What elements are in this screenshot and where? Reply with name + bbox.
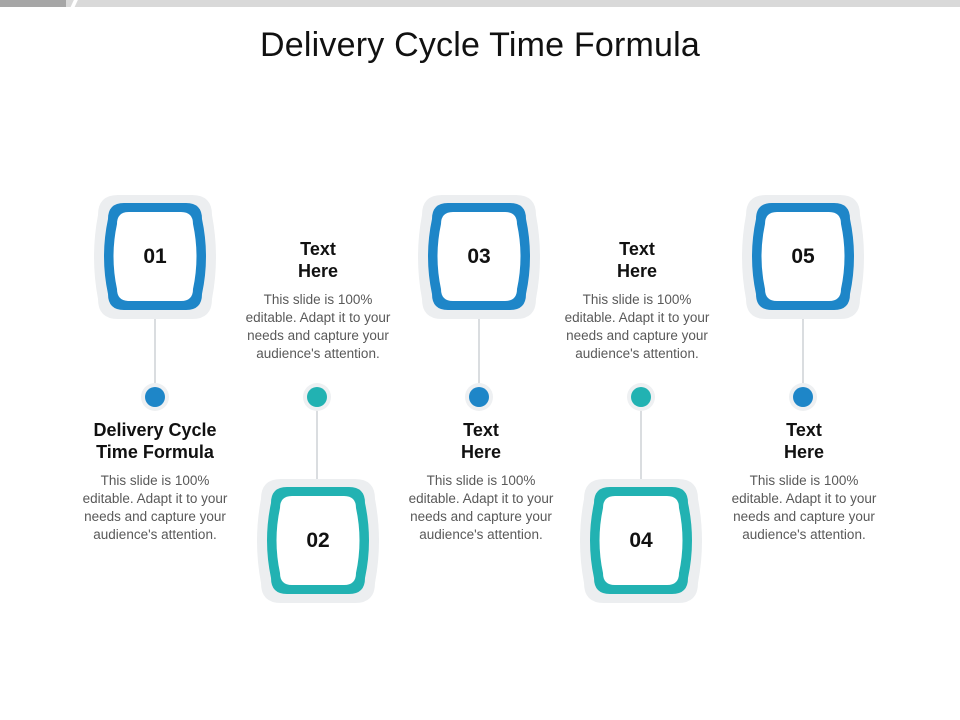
connector-line [802,318,804,386]
step-text-04: Text Here This slide is 100% editable. A… [552,238,722,363]
tag-inner-panel [276,496,360,585]
tag-inner-panel [113,212,197,301]
step-tag-03 [416,193,542,321]
step-dot-05 [788,382,818,412]
connector-line [478,318,480,386]
step-number-03: 03 [467,245,491,268]
step-number-05: 05 [791,245,815,268]
step-dot-02 [302,382,332,412]
tag-inner-panel [437,212,521,301]
dot-core [631,387,651,407]
step-heading: Text Here [460,420,502,462]
step-number-02: 02 [306,529,330,552]
dot-core [469,387,489,407]
step-description: This slide is 100% editable. Adapt it to… [564,292,710,361]
top-bar-accent [0,0,66,7]
step-tag-01 [92,193,218,321]
step-text-01: Delivery Cycle Time Formula This slide i… [70,419,240,544]
top-bar [0,0,960,7]
tag-inner-panel [599,496,683,585]
step-text-03: Text Here This slide is 100% editable. A… [396,419,566,544]
step-dot-01 [140,382,170,412]
slide-title: Delivery Cycle Time Formula [260,26,700,64]
step-dot-04 [626,382,656,412]
step-heading: Text Here [616,239,658,281]
dot-core [145,387,165,407]
step-text-02: Text Here This slide is 100% editable. A… [233,238,403,363]
step-description: This slide is 100% editable. Adapt it to… [82,473,228,542]
step-description: This slide is 100% editable. Adapt it to… [245,292,391,361]
step-heading: Text Here [297,239,339,281]
dot-core [307,387,327,407]
step-text-05: Text Here This slide is 100% editable. A… [719,419,889,544]
step-number-04: 04 [629,529,653,552]
step-number-01: 01 [143,245,167,268]
step-heading: Text Here [783,420,825,462]
step-tag-05 [740,193,866,321]
step-heading: Delivery Cycle Time Formula [93,420,217,462]
step-description: This slide is 100% editable. Adapt it to… [731,473,877,542]
connector-line [640,410,642,480]
tag-inner-panel [761,212,845,301]
step-dot-03 [464,382,494,412]
connector-line [154,318,156,386]
step-description: This slide is 100% editable. Adapt it to… [408,473,554,542]
dot-core [793,387,813,407]
connector-line [316,410,318,480]
step-tag-02 [255,477,381,605]
step-tag-04 [578,477,704,605]
